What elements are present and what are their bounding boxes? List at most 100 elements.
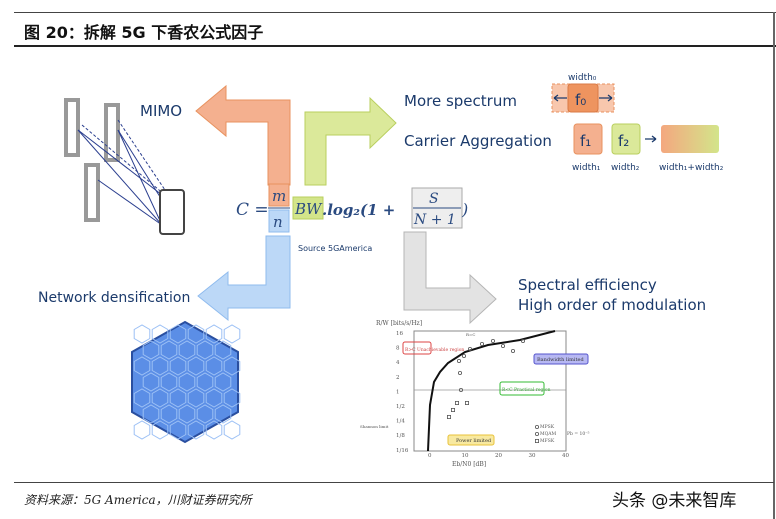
formula-log: .log₂(1 + — [322, 201, 395, 219]
cell-hexagon — [142, 372, 160, 392]
cell-hexagon — [178, 372, 196, 392]
cell-hexagon — [196, 340, 214, 360]
cell-hexagon — [205, 420, 223, 440]
cell-hexagon — [133, 388, 151, 408]
figure-source: 资料来源：5G America，川财证券研究所 — [24, 493, 252, 507]
x-tick: 40 — [562, 453, 569, 459]
cell-hexagon — [160, 404, 178, 424]
legend-marker — [535, 438, 540, 443]
cell-hexagon — [169, 420, 187, 440]
blue-arrow — [197, 235, 291, 322]
data-point — [446, 414, 451, 419]
cell-hexagon — [205, 388, 223, 408]
more-spectrum-label: More spectrum — [404, 92, 517, 110]
cell-hexagon — [187, 356, 205, 376]
cell-hexagon — [223, 356, 241, 376]
green-arrow — [304, 96, 397, 186]
data-point — [457, 370, 462, 375]
cell-hexagon — [205, 324, 223, 344]
plot-xlabel: Eb/N0 [dB] — [452, 461, 486, 468]
hexagon-cells-icon — [131, 320, 241, 444]
width0-label: width₀ — [568, 73, 597, 83]
width2-label: width₂ — [611, 163, 640, 173]
right-border — [773, 12, 775, 519]
formula-close: ) — [461, 200, 468, 219]
cell-hexagon — [142, 340, 160, 360]
carrier-aggregation-label: Carrier Aggregation — [404, 132, 552, 150]
y-tick: 1/8 — [396, 433, 405, 439]
power-limited-label: Power limited — [456, 438, 492, 444]
figure-header: 图 20：拆解 5G 下香农公式因子 — [14, 12, 776, 47]
spectral-efficiency-label: Spectral efficiency — [518, 276, 657, 294]
formula-m: m — [272, 187, 286, 205]
mimo-label: MIMO — [140, 102, 182, 120]
data-point — [464, 400, 469, 405]
data-point — [490, 338, 495, 343]
y-tick: 16 — [396, 331, 403, 337]
high-order-modulation-label: High order of modulation — [518, 296, 706, 314]
practical-region-label: R<C Practical region — [502, 387, 551, 393]
bandwidth-limited-label: Bandwidth limited — [537, 357, 584, 363]
y-tick: 1/4 — [396, 419, 405, 425]
cell-hexagon — [178, 340, 196, 360]
cell-hexagon — [142, 404, 160, 424]
aggregated-box — [661, 125, 719, 153]
y-tick: 1/16 — [396, 448, 409, 454]
x-tick: 20 — [495, 453, 502, 459]
data-point — [456, 358, 461, 363]
f1-label: f₁ — [580, 132, 591, 150]
data-point — [500, 343, 505, 348]
f0-box — [567, 83, 599, 113]
y-tick: 8 — [396, 346, 400, 352]
width-sum-label: width₁+width₂ — [659, 163, 724, 173]
footer-divider — [14, 482, 774, 483]
cell-hexagon — [223, 324, 241, 344]
cell-hexagon — [178, 404, 196, 424]
formula-bw: BW — [294, 200, 323, 218]
formula-n1: N + 1 — [413, 212, 456, 228]
cell-hexagon — [169, 356, 187, 376]
unachievable-region-label: R>C Unachievable region — [405, 347, 464, 353]
shannon-limit-label: Shannon limit — [360, 424, 389, 429]
shannon-curve — [427, 330, 556, 452]
cell-hexagon — [187, 420, 205, 440]
watermark: 头条 @未来智库 — [612, 491, 737, 511]
data-point — [461, 353, 466, 358]
cell-hexagon — [205, 356, 223, 376]
f0-label: f₀ — [575, 91, 586, 109]
cell-hexagon — [196, 372, 214, 392]
cell-hexagon — [214, 404, 232, 424]
cell-hexagon — [133, 420, 151, 440]
x-tick: 0 — [428, 453, 432, 459]
cell-hexagon — [160, 340, 178, 360]
data-point — [521, 338, 526, 343]
cell-hexagon — [133, 356, 151, 376]
legend-mqam: MQAM — [540, 431, 557, 437]
legend-marker — [535, 431, 540, 436]
orange-arrow — [195, 84, 291, 186]
data-point — [458, 387, 463, 392]
grey-arrow — [403, 231, 497, 325]
cell-hexagon — [151, 356, 169, 376]
network-densification-label: Network densification — [38, 290, 190, 306]
cell-hexagon — [214, 340, 232, 360]
data-point — [450, 407, 455, 412]
cell-hexagon — [196, 404, 214, 424]
cell-hexagon — [151, 388, 169, 408]
aggregate-arrow-icon — [645, 135, 657, 143]
cell-hexagon — [133, 324, 151, 344]
f2-box — [611, 123, 641, 155]
data-point — [467, 346, 472, 351]
x-tick: 10 — [462, 453, 469, 459]
cell-hexagon — [169, 324, 187, 344]
y-tick: 1/2 — [396, 404, 405, 410]
shannon-formula: C = m n BW .log₂(1 + S N + 1 ) — [236, 183, 468, 233]
formula-c: C = — [236, 200, 269, 220]
legend-marker — [535, 424, 540, 429]
formula-source: Source 5GAmerica — [298, 244, 372, 253]
legend-mfsk: MFSK — [540, 438, 555, 444]
cell-hexagon — [151, 420, 169, 440]
